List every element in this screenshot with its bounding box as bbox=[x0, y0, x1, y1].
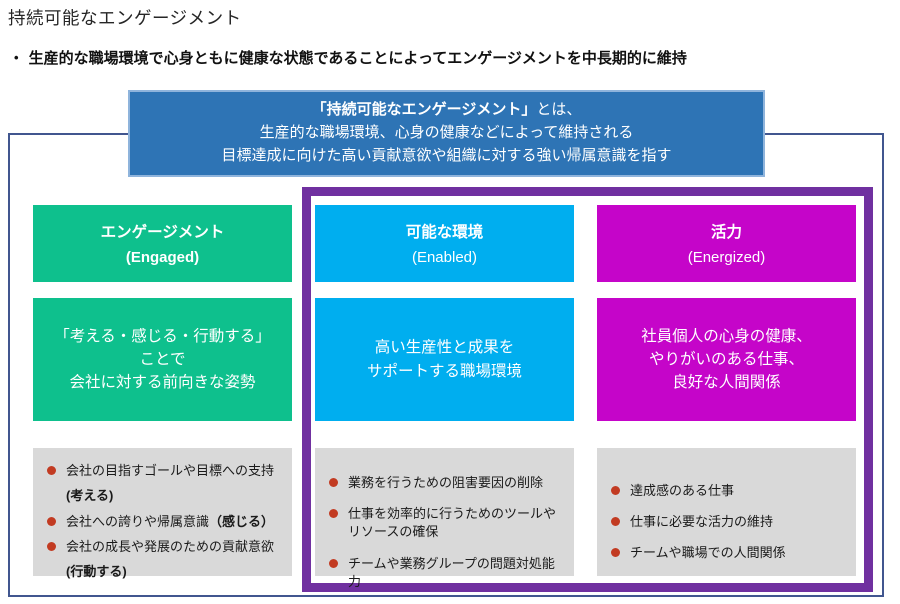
bullet-marker-icon: • bbox=[14, 50, 19, 65]
bullet-dot-icon bbox=[329, 478, 338, 487]
subtitle-row: • 生産的な職場環境で心身ともに健康な状態であることによってエンゲージメントを中… bbox=[14, 49, 894, 69]
energized-body-line: やりがいのある仕事、 bbox=[648, 350, 804, 368]
list-item: 達成感のある仕事 bbox=[611, 482, 846, 500]
definition-line-2: 生産的な職場環境、心身の健康などによって維持される bbox=[259, 123, 634, 141]
bullet-dot-icon bbox=[47, 516, 56, 526]
enabled-detail-panel: 業務を行うための阻害要因の削除 仕事を効率的に行うためのツールやリソースの確保 … bbox=[315, 448, 574, 589]
list-item: チームや職場での人間関係 bbox=[611, 544, 846, 562]
enabled-body-line: 高い生産性と成果を bbox=[374, 339, 515, 357]
sustainable-scope-frame bbox=[302, 187, 873, 592]
energized-body-line: 良好な人間関係 bbox=[672, 374, 781, 392]
energized-header: 活力 (Energized) bbox=[597, 205, 856, 282]
subtitle-text: 生産的な職場環境で心身ともに健康な状態であることによってエンゲージメントを中長期… bbox=[28, 50, 687, 67]
bullet-dot-icon bbox=[329, 509, 338, 519]
item-text: 達成感のある仕事 bbox=[630, 483, 735, 498]
bullet-dot-icon bbox=[611, 517, 620, 527]
list-item: 仕事に必要な活力の維持 bbox=[611, 513, 846, 531]
item-main: 会社への誇りや帰属意識 bbox=[66, 513, 210, 529]
item-text: チームや業務グループの問題対処能力 bbox=[348, 555, 555, 589]
enabled-header-subtitle: (Enabled) bbox=[411, 248, 478, 266]
list-item: 会社の目指すゴールや目標への支持 (考える) bbox=[47, 458, 282, 509]
engaged-header: エンゲージメント (Engaged) bbox=[33, 205, 292, 282]
list-item: 仕事を効率的に行うためのツールやリソースの確保 bbox=[329, 505, 564, 541]
definition-line-1: 「持続可能なエンゲージメント」とは、 bbox=[130, 99, 763, 122]
page-title: 持続可能なエンゲージメント bbox=[8, 8, 242, 28]
energized-detail-panel: 達成感のある仕事 仕事に必要な活力の維持 チームや職場での人間関係 bbox=[597, 448, 856, 576]
item-text: 仕事を効率的に行うためのツールやリソースの確保 bbox=[348, 506, 557, 540]
energized-body-line: 社員個人の心身の健康、 bbox=[641, 327, 812, 345]
list-item: 会社への誇りや帰属意識（感じる） bbox=[47, 509, 282, 534]
list-item: 業務を行うための阻害要因の削除 bbox=[329, 474, 564, 492]
list-item: チームや業務グループの問題対処能力 bbox=[329, 555, 564, 591]
item-bold: (行動する) bbox=[66, 564, 127, 580]
engaged-header-subtitle: (Engaged) bbox=[125, 248, 200, 266]
engaged-body-line: ことで bbox=[139, 350, 186, 368]
item-bold: (考える) bbox=[66, 488, 114, 504]
bullet-dot-icon bbox=[611, 548, 620, 558]
engaged-header-title: エンゲージメント bbox=[100, 224, 225, 242]
definition-line-3: 目標達成に向けた高い貢献意欲や組織に対する強い帰属意識を指す bbox=[221, 146, 672, 164]
definition-box: 「持続可能なエンゲージメント」とは、 生産的な職場環境、心身の健康などによって維… bbox=[128, 90, 765, 177]
item-main: 会社の目指すゴールや目標への支持 bbox=[66, 463, 275, 478]
item-text: 会社の目指すゴールや目標への支持 (考える) bbox=[66, 458, 274, 509]
bullet-dot-icon bbox=[47, 542, 56, 552]
item-bold: （感じる） bbox=[209, 513, 275, 529]
item-text: 業務を行うための阻害要因の削除 bbox=[348, 475, 544, 490]
item-text: チームや職場での人間関係 bbox=[630, 545, 786, 561]
bullet-dot-icon bbox=[329, 558, 338, 568]
enabled-body-line: サポートする職場環境 bbox=[366, 362, 522, 380]
definition-term: 「持続可能なエンゲージメント」 bbox=[311, 101, 537, 118]
list-item: 会社の成長や発展のための貢献意欲 (行動する) bbox=[47, 534, 282, 585]
enabled-body: 高い生産性と成果を サポートする職場環境 bbox=[315, 298, 574, 421]
enabled-header: 可能な環境 (Enabled) bbox=[315, 205, 574, 282]
engaged-detail-panel: 会社の目指すゴールや目標への支持 (考える) 会社への誇りや帰属意識（感じる） 会… bbox=[33, 448, 292, 579]
item-text: 会社への誇りや帰属意識（感じる） bbox=[66, 509, 274, 534]
item-text: 会社の成長や発展のための貢献意欲 (行動する) bbox=[66, 534, 274, 585]
bullet-dot-icon bbox=[47, 466, 56, 475]
engaged-body: 「考える・感じる・行動する」 ことで 会社に対する前向きな姿勢 bbox=[33, 298, 292, 421]
energized-header-title: 活力 bbox=[710, 224, 742, 242]
energized-body: 社員個人の心身の健康、 やりがいのある仕事、 良好な人間関係 bbox=[597, 298, 856, 421]
engaged-body-line: 「考える・感じる・行動する」 bbox=[54, 327, 271, 345]
definition-term-tail: とは、 bbox=[536, 101, 582, 118]
energized-header-subtitle: (Energized) bbox=[687, 248, 766, 266]
bullet-dot-icon bbox=[611, 486, 620, 495]
item-text: 仕事に必要な活力の維持 bbox=[630, 514, 774, 530]
enabled-header-title: 可能な環境 bbox=[405, 224, 484, 242]
engaged-body-line: 会社に対する前向きな姿勢 bbox=[69, 374, 256, 392]
item-main: 会社の成長や発展のための貢献意欲 bbox=[66, 539, 275, 555]
